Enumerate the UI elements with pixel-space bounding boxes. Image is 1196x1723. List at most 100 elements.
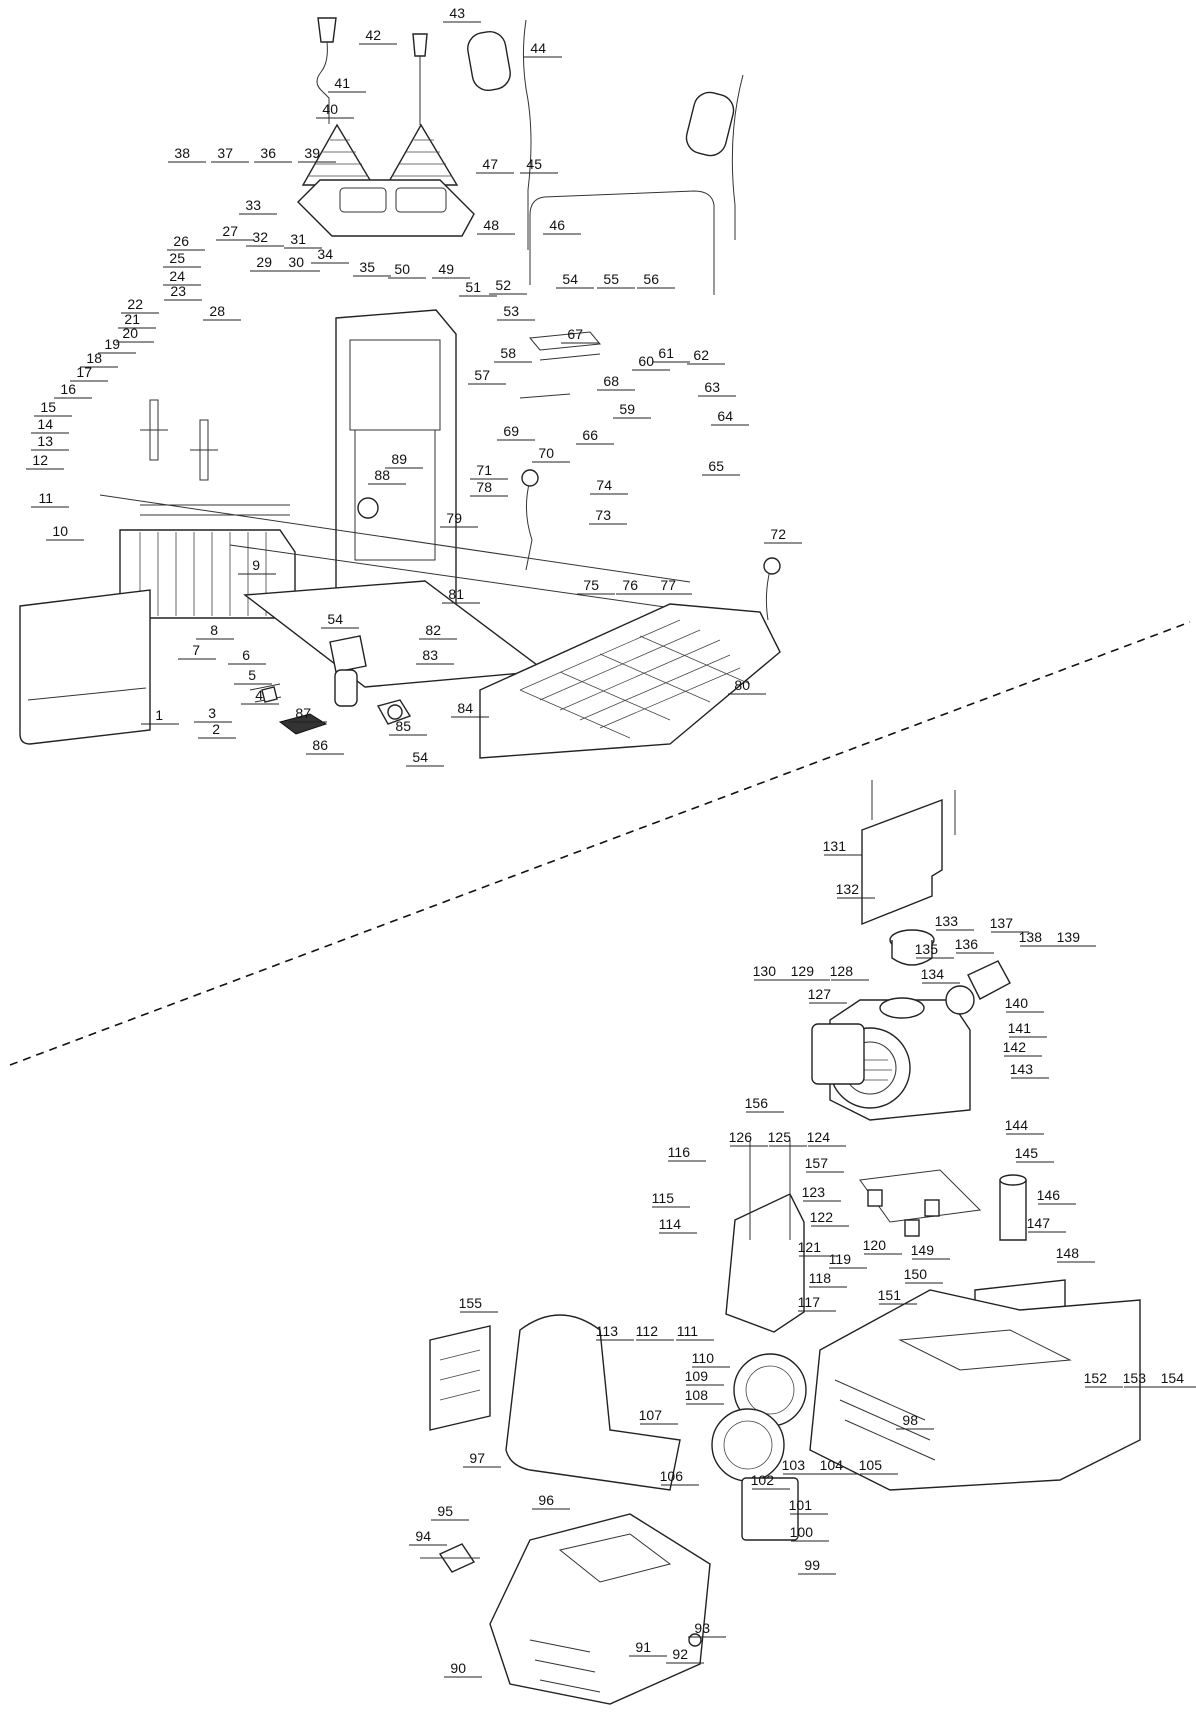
part-number-label: 143 [1010, 1061, 1034, 1077]
part-number-label: 149 [911, 1242, 935, 1258]
part-number-label: 84 [457, 700, 473, 716]
part-number-label: 146 [1037, 1187, 1061, 1203]
tool-box [429, 1325, 491, 1431]
hydraulic-pump [967, 960, 1011, 1000]
part-number-label: 51 [465, 279, 481, 295]
part-number-label: 34 [317, 246, 333, 262]
part-number-label: 145 [1015, 1145, 1039, 1161]
part-number-label: 53 [503, 303, 519, 319]
part-number-label: 97 [469, 1450, 485, 1466]
cooling-fan-lower [711, 1408, 785, 1482]
part-number-label: 7 [192, 642, 200, 658]
part-number-label: 121 [798, 1239, 822, 1255]
foot-pedal [278, 713, 328, 735]
part-number-label: 32 [252, 229, 268, 245]
part-number-label: 46 [549, 217, 565, 233]
base-frame [809, 1289, 1141, 1491]
part-number-label: 15 [40, 399, 56, 415]
hand-rail [529, 190, 715, 295]
part-number-label: 140 [1005, 995, 1029, 1011]
part-number-label: 111 [677, 1323, 698, 1339]
part-number-label: 126 [729, 1129, 753, 1145]
part-number-label: 147 [1027, 1215, 1051, 1231]
part-number-label: 30 [288, 254, 304, 270]
part-number-label: 81 [448, 586, 464, 602]
part-number-label: 72 [770, 526, 786, 542]
battery [741, 1477, 799, 1541]
side-guard-panel [19, 589, 151, 745]
engine-mount-plate [859, 1169, 982, 1223]
part-number-label: 5 [248, 667, 256, 683]
part-number-label: 142 [1003, 1039, 1027, 1055]
pad-upper-right [685, 91, 735, 157]
part-number-label: 137 [990, 915, 1014, 931]
part-number-label: 52 [495, 277, 511, 293]
part-number-label: 120 [863, 1237, 887, 1253]
part-number-label: 128 [830, 963, 854, 979]
part-number-label: 129 [791, 963, 815, 979]
linkage-rod-upper [99, 494, 691, 583]
part-number-label: 93 [694, 1620, 710, 1636]
part-number-label: 42 [365, 27, 381, 43]
part-number-label: 141 [1008, 1020, 1032, 1036]
part-number-label: 21 [124, 311, 140, 327]
part-number-label: 89 [391, 451, 407, 467]
part-number-label: 155 [459, 1295, 483, 1311]
part-number-label: 125 [768, 1129, 792, 1145]
part-number-label: 112 [636, 1323, 659, 1339]
part-number-label: 55 [603, 271, 619, 287]
air-cleaner [811, 1023, 865, 1085]
part-number-label: 62 [693, 347, 709, 363]
pilot-valve-right [190, 419, 218, 481]
part-number-label: 31 [290, 231, 306, 247]
part-number-label: 50 [394, 261, 410, 277]
part-number-label: 115 [652, 1190, 675, 1206]
part-number-label: 39 [304, 145, 320, 161]
part-number-label: 157 [805, 1155, 829, 1171]
part-number-label: 139 [1057, 929, 1081, 945]
part-number-label: 135 [915, 941, 939, 957]
travel-lever-b [765, 569, 771, 621]
part-number-label: 133 [935, 913, 959, 929]
part-number-label: 14 [37, 416, 53, 432]
part-number-label: 132 [836, 881, 860, 897]
part-number-label: 109 [685, 1368, 709, 1384]
lever-right [731, 74, 744, 240]
part-number-label: 127 [808, 986, 832, 1002]
part-number-label: 11 [38, 490, 53, 506]
pilot-valve-left [140, 399, 168, 461]
part-number-label: 131 [823, 838, 847, 854]
part-number-label: 118 [809, 1270, 832, 1286]
part-number-label: 122 [810, 1209, 834, 1225]
part-number-label: 17 [76, 364, 92, 380]
part-number-label: 83 [422, 647, 438, 663]
part-number-label: 75 [583, 577, 599, 593]
part-number-label: 37 [217, 145, 233, 161]
part-number-label: 12 [32, 452, 48, 468]
part-number-label: 16 [60, 381, 76, 397]
part-number-label: 40 [322, 101, 338, 117]
part-number-label: 151 [878, 1287, 902, 1303]
part-number-label: 60 [638, 353, 654, 369]
part-number-label: 117 [798, 1294, 821, 1310]
fuel-tank [725, 1193, 805, 1333]
part-number-label: 150 [904, 1266, 928, 1282]
part-number-label: 110 [692, 1350, 715, 1366]
part-number-label: 119 [829, 1251, 852, 1267]
part-number-label: 61 [658, 345, 674, 361]
operator-seat [505, 1314, 681, 1491]
upper-assembly-part-labels: 1234567891011121314151617181920212223242… [26, 5, 802, 767]
part-number-label: 65 [708, 458, 724, 474]
part-number-label: 33 [245, 197, 261, 213]
part-number-label: 80 [734, 677, 750, 693]
part-number-label: 49 [438, 261, 454, 277]
part-number-label: 86 [312, 737, 328, 753]
part-number-label: 27 [222, 223, 238, 239]
part-number-label: 114 [659, 1216, 682, 1232]
part-number-label: 8 [210, 622, 218, 638]
part-number-label: 70 [538, 445, 554, 461]
part-number-label: 144 [1005, 1117, 1029, 1133]
part-number-label: 35 [359, 259, 375, 275]
part-number-label: 54 [562, 271, 578, 287]
part-number-label: 91 [635, 1639, 651, 1655]
